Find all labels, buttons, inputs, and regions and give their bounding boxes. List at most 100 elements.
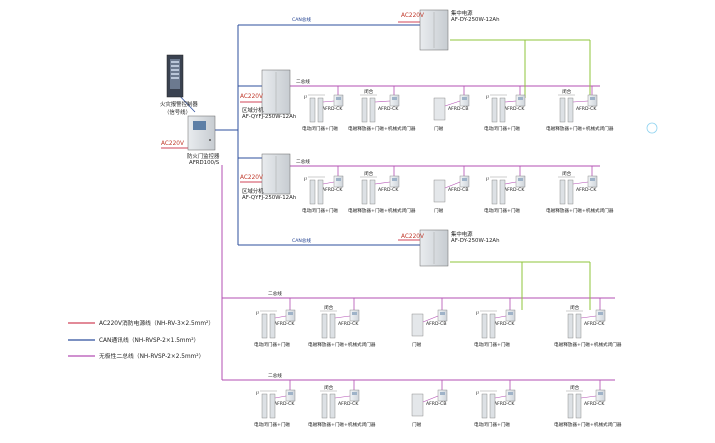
zu2-title: 区域分机 [242, 187, 264, 195]
door-controller-icon [595, 389, 606, 402]
row4-two-wire-label: 二总线 [268, 372, 282, 379]
door-leaf-left-icon [481, 313, 488, 339]
legend-can-label: CAN通讯线（NH-RVSP-2×1.5mm²） [99, 336, 199, 344]
release-marker-label: 闭合 [570, 384, 580, 391]
monitor-ac-label: AC220V [161, 141, 184, 147]
cp1-model: AF-DY-250W-12Ah [451, 17, 500, 23]
device-caption: 电动闭门器+门磁 [302, 207, 338, 214]
closer-marker-label: I² [304, 177, 307, 183]
door-leaf-left-icon [309, 97, 316, 123]
door-leaf-right-icon [567, 97, 574, 123]
device-caption: 门磁 [434, 207, 444, 214]
legend-bus-label: 无极性二总线（NH-RVSP-2×2.5mm²） [99, 352, 204, 360]
closer-marker-label: I² [476, 391, 479, 397]
controller-model-label: AFRD-CK [494, 401, 515, 407]
zu1-ac-label: AC220V [240, 94, 263, 100]
two-wire-trunk [221, 85, 615, 381]
door-controller-icon [333, 175, 344, 188]
can-bus-label-1: CAN总线 [292, 16, 311, 23]
door-controller-icon [459, 94, 470, 107]
device-caption: 电磁释放器+门磁+机械式闭门器 [546, 125, 614, 132]
door-controller-icon [505, 309, 516, 322]
monitor-model: AFRD100/S [189, 160, 220, 166]
cp2-ac-label: AC220V [401, 234, 424, 240]
release-marker-label: 闭合 [324, 304, 334, 311]
controller-model-label: AFRD-CB [426, 401, 447, 407]
device-caption: 电动闭门器+门磁 [474, 421, 510, 428]
door-controller-icon [389, 94, 400, 107]
door-leaf-left-icon [567, 313, 574, 339]
device-caption: 门磁 [412, 341, 422, 348]
device-caption: 电磁释放器+门磁+机械式闭门器 [554, 341, 622, 348]
release-marker-label: 闭合 [324, 384, 334, 391]
closer-marker-label: I² [256, 391, 259, 397]
door-controller-icon [285, 309, 296, 322]
door-controller-icon [437, 309, 448, 322]
door-magnet-icon [411, 393, 424, 417]
device-caption: 电动闭门器+门磁 [254, 341, 290, 348]
device-caption: 电动闭门器+门磁 [302, 125, 338, 132]
door-controller-icon [349, 389, 360, 402]
zone-unit-2 [261, 153, 291, 195]
door-controller-icon [515, 94, 526, 107]
device-caption: 电动闭门器+门磁 [484, 207, 520, 214]
controller-model-label: AFRD-CK [576, 106, 597, 112]
door-leaf-left-icon [559, 97, 566, 123]
device-caption: 电动闭门器+门磁 [254, 421, 290, 428]
cp2-title: 集中电源 [451, 230, 473, 238]
signal-line-label: （信号线） [164, 108, 191, 116]
door-magnet-icon [411, 313, 424, 337]
door-controller-icon [437, 389, 448, 402]
door-controller-icon [285, 389, 296, 402]
zu2-two-wire-label: 二总线 [296, 158, 310, 165]
zu1-two-wire-label: 二总线 [296, 78, 310, 85]
central-power-2 [419, 229, 449, 267]
door-leaf-left-icon [361, 179, 368, 205]
controller-model-label: AFRD-CB [448, 187, 469, 193]
central-power-1 [419, 9, 449, 51]
cp1-ac-label: AC220V [401, 13, 424, 19]
controller-model-label: AFRD-CK [378, 106, 399, 112]
door-leaf-right-icon [317, 97, 324, 123]
release-marker-label: 闭合 [364, 88, 374, 95]
fire-alarm-label: 火灾报警控制器 [160, 100, 198, 108]
door-leaf-left-icon [559, 179, 566, 205]
zu2-ac-label: AC220V [240, 175, 263, 181]
device-caption: 电磁释放器+门磁+机械式闭门器 [308, 341, 376, 348]
door-leaf-right-icon [567, 179, 574, 205]
door-controller-icon [505, 389, 516, 402]
legend-ac-label: AC220V消防电源线（NH-RV-3×2.5mm²） [99, 319, 214, 327]
controller-model-label: AFRD-CK [338, 321, 359, 327]
device-caption: 电磁释放器+门磁+机械式闭门器 [546, 207, 614, 214]
release-marker-label: 闭合 [562, 88, 572, 95]
device-caption: 电动闭门器+门磁 [474, 341, 510, 348]
can-trunk [215, 24, 420, 246]
device-caption: 电磁释放器+门磁+机械式闭门器 [348, 207, 416, 214]
controller-model-label: AFRD-CK [274, 401, 295, 407]
door-leaf-right-icon [499, 97, 506, 123]
controller-model-label: AFRD-CB [448, 106, 469, 112]
ac-feeds [161, 21, 420, 241]
door-leaf-right-icon [329, 313, 336, 339]
controller-model-label: AFRD-CK [322, 106, 343, 112]
cp1-title: 集中电源 [451, 9, 473, 17]
door-leaf-right-icon [575, 313, 582, 339]
zu1-title: 区域分机 [242, 106, 264, 114]
controller-model-label: AFRD-CK [494, 321, 515, 327]
release-marker-label: 闭合 [562, 170, 572, 177]
door-magnet-icon [433, 97, 446, 121]
door-leaf-left-icon [361, 97, 368, 123]
device-caption: 电磁释放器+门磁+机械式闭门器 [348, 125, 416, 132]
